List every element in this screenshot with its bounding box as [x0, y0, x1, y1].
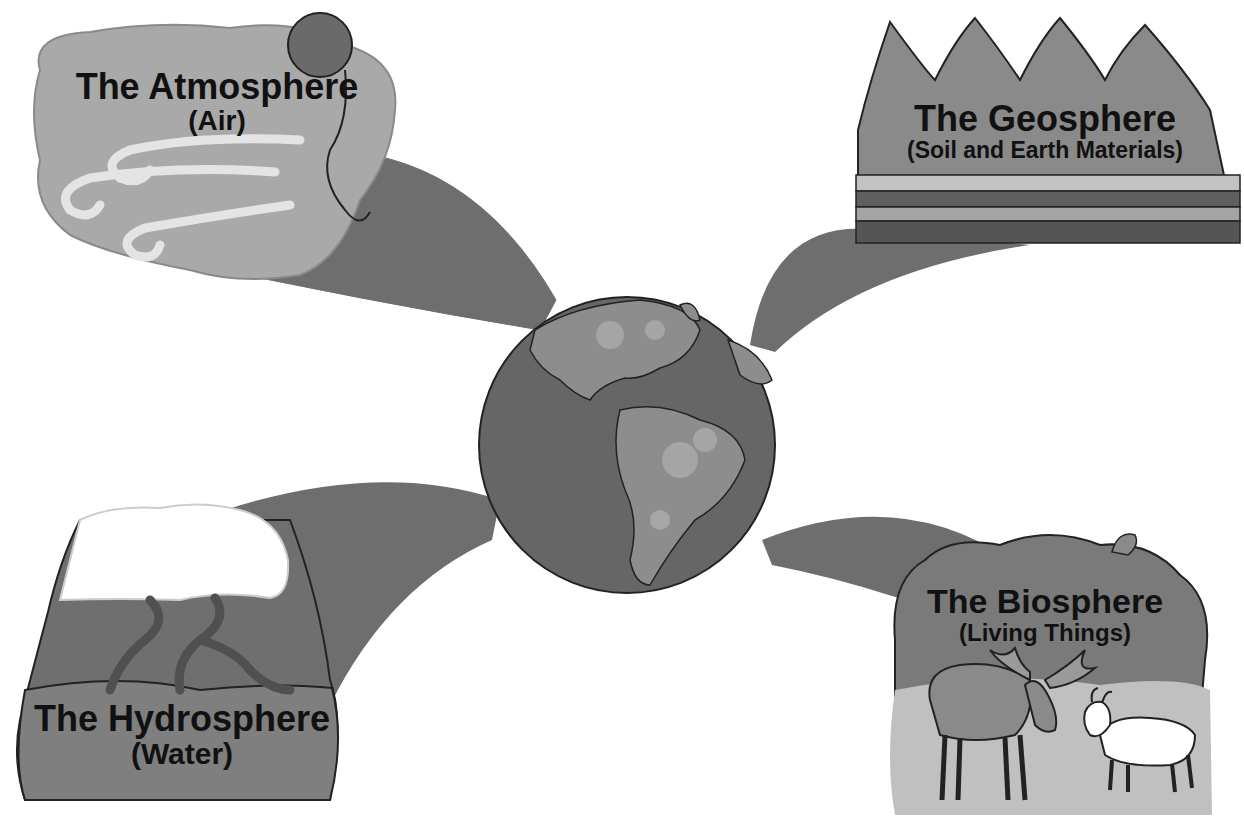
continents — [530, 300, 772, 585]
snow-cap — [60, 504, 288, 600]
sphere-description: (Living Things) — [926, 620, 1165, 645]
land-texture — [596, 320, 717, 530]
wind-swirls — [66, 139, 301, 257]
geosphere-beam — [750, 228, 1030, 352]
goat — [1084, 688, 1195, 792]
rock-layer — [856, 221, 1240, 243]
sphere-label: The Atmosphere(Air) — [69, 66, 366, 137]
moose — [929, 648, 1095, 800]
rock-layer — [856, 175, 1240, 191]
sphere-name: The Geosphere — [906, 100, 1185, 138]
rivers — [110, 598, 290, 690]
sphere-name: The Hydrosphere — [33, 700, 332, 738]
mountains — [858, 18, 1225, 180]
sphere-name: The Atmosphere — [75, 68, 360, 106]
sphere-label: The Geosphere(Soil and Earth Materials) — [900, 98, 1191, 164]
sphere-label: The Hydrosphere(Water) — [27, 698, 338, 771]
sphere-name: The Biosphere — [926, 584, 1165, 620]
rock-layer — [856, 207, 1240, 221]
sphere-description: (Water) — [33, 738, 332, 770]
sphere-description: (Air) — [75, 106, 360, 135]
water-ground — [19, 681, 339, 800]
earth-globe — [479, 297, 775, 593]
bird — [1112, 534, 1136, 555]
sphere-label: The Biosphere(Living Things) — [920, 582, 1171, 647]
rock-layer — [856, 191, 1240, 207]
sphere-description: (Soil and Earth Materials) — [906, 138, 1185, 162]
